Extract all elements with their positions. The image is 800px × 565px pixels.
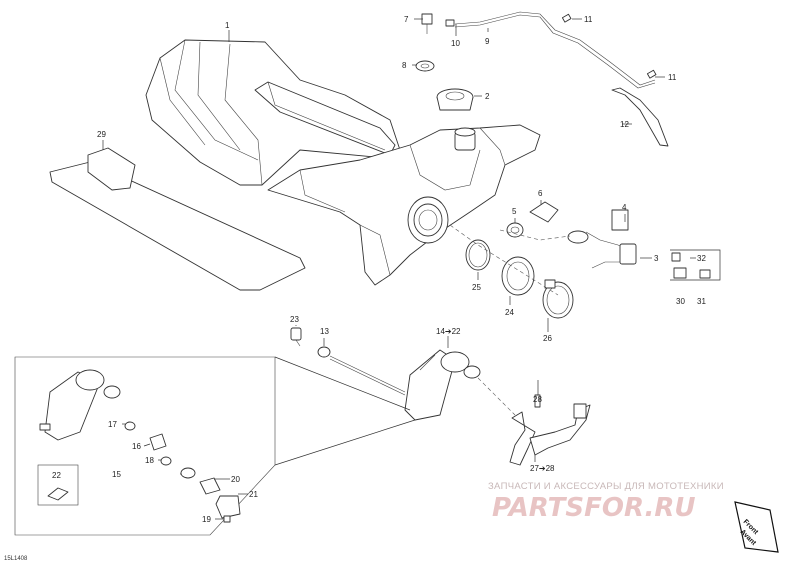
nut-part <box>506 222 524 238</box>
label-22-box: 22 <box>52 471 61 480</box>
label-24: 24 <box>505 308 514 317</box>
label-10: 10 <box>451 39 460 48</box>
leader-lines <box>102 18 696 520</box>
fuel-cap-part <box>436 88 474 111</box>
label-25: 25 <box>472 283 481 292</box>
label-16: 16 <box>132 442 141 451</box>
label-5: 5 <box>512 207 517 216</box>
label-12: 12 <box>620 120 629 129</box>
label-1: 1 <box>225 21 230 30</box>
label-11-top: 11 <box>584 15 593 24</box>
o-ring-part <box>465 239 491 271</box>
label-21: 21 <box>249 490 258 499</box>
fuel-pump-part <box>404 349 481 421</box>
detail-box <box>14 356 416 536</box>
label-26: 26 <box>543 334 552 343</box>
label-13: 13 <box>320 327 329 336</box>
label-18: 18 <box>145 456 154 465</box>
label-20: 20 <box>231 475 240 484</box>
grommet-part <box>415 60 435 72</box>
locking-ring-part <box>501 256 535 296</box>
sender-gasket-part <box>529 201 559 223</box>
fuel-tank-part <box>267 124 541 286</box>
label-32: 32 <box>697 254 706 263</box>
label-31: 31 <box>697 297 706 306</box>
label-9: 9 <box>485 37 490 46</box>
reference-code: 15L1408 <box>4 556 28 562</box>
floor-pad-part <box>49 147 306 291</box>
clamp-part <box>542 279 574 319</box>
label-29: 29 <box>97 130 106 139</box>
front-direction-tag: Front Avant <box>734 501 779 553</box>
filter-part <box>317 346 406 396</box>
label-17: 17 <box>108 420 117 429</box>
label-7: 7 <box>404 15 409 24</box>
label-6: 6 <box>538 189 543 198</box>
label-4: 4 <box>622 203 627 212</box>
watermark-logo: PARTSFOR.RU <box>492 493 695 523</box>
vent-hose-part <box>454 11 669 147</box>
fuel-line-part <box>509 394 591 466</box>
fuel-level-sensor-part <box>567 209 637 269</box>
label-28: 28 <box>533 395 542 404</box>
label-14-22: 14➔22 <box>436 327 461 336</box>
label-8: 8 <box>402 61 407 70</box>
watermark-tagline: ЗАПЧАСТИ И АКСЕССУАРЫ ДЛЯ МОТОТЕХНИКИ <box>488 481 724 492</box>
label-15: 15 <box>112 470 121 479</box>
label-2: 2 <box>485 92 490 101</box>
label-23: 23 <box>290 315 299 324</box>
label-30: 30 <box>676 297 685 306</box>
clip-parts <box>670 249 721 281</box>
seat-part <box>145 39 401 186</box>
label-19: 19 <box>202 515 211 524</box>
pressure-regulator-part <box>290 327 302 347</box>
label-11-mid: 11 <box>668 73 677 82</box>
part-labels: 1 2 3 4 5 6 7 8 9 10 11 11 12 13 14➔22 1… <box>52 15 706 524</box>
vent-valve-part <box>421 13 455 34</box>
label-3: 3 <box>654 254 659 263</box>
watermark: ЗАПЧАСТИ И АКСЕССУАРЫ ДЛЯ МОТОТЕХНИКИ PA… <box>488 481 724 523</box>
label-27-28: 27➔28 <box>530 464 555 473</box>
